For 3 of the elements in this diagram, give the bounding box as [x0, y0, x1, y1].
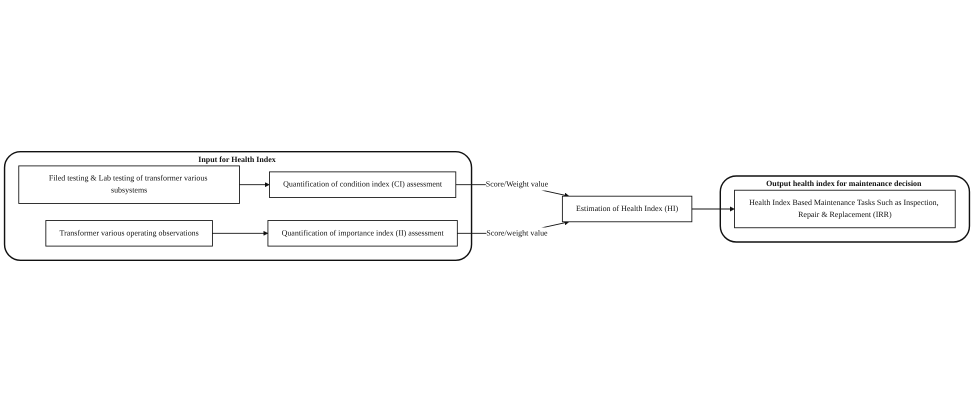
arrow	[691, 206, 735, 212]
arrow	[239, 182, 270, 188]
arrow	[212, 230, 268, 236]
